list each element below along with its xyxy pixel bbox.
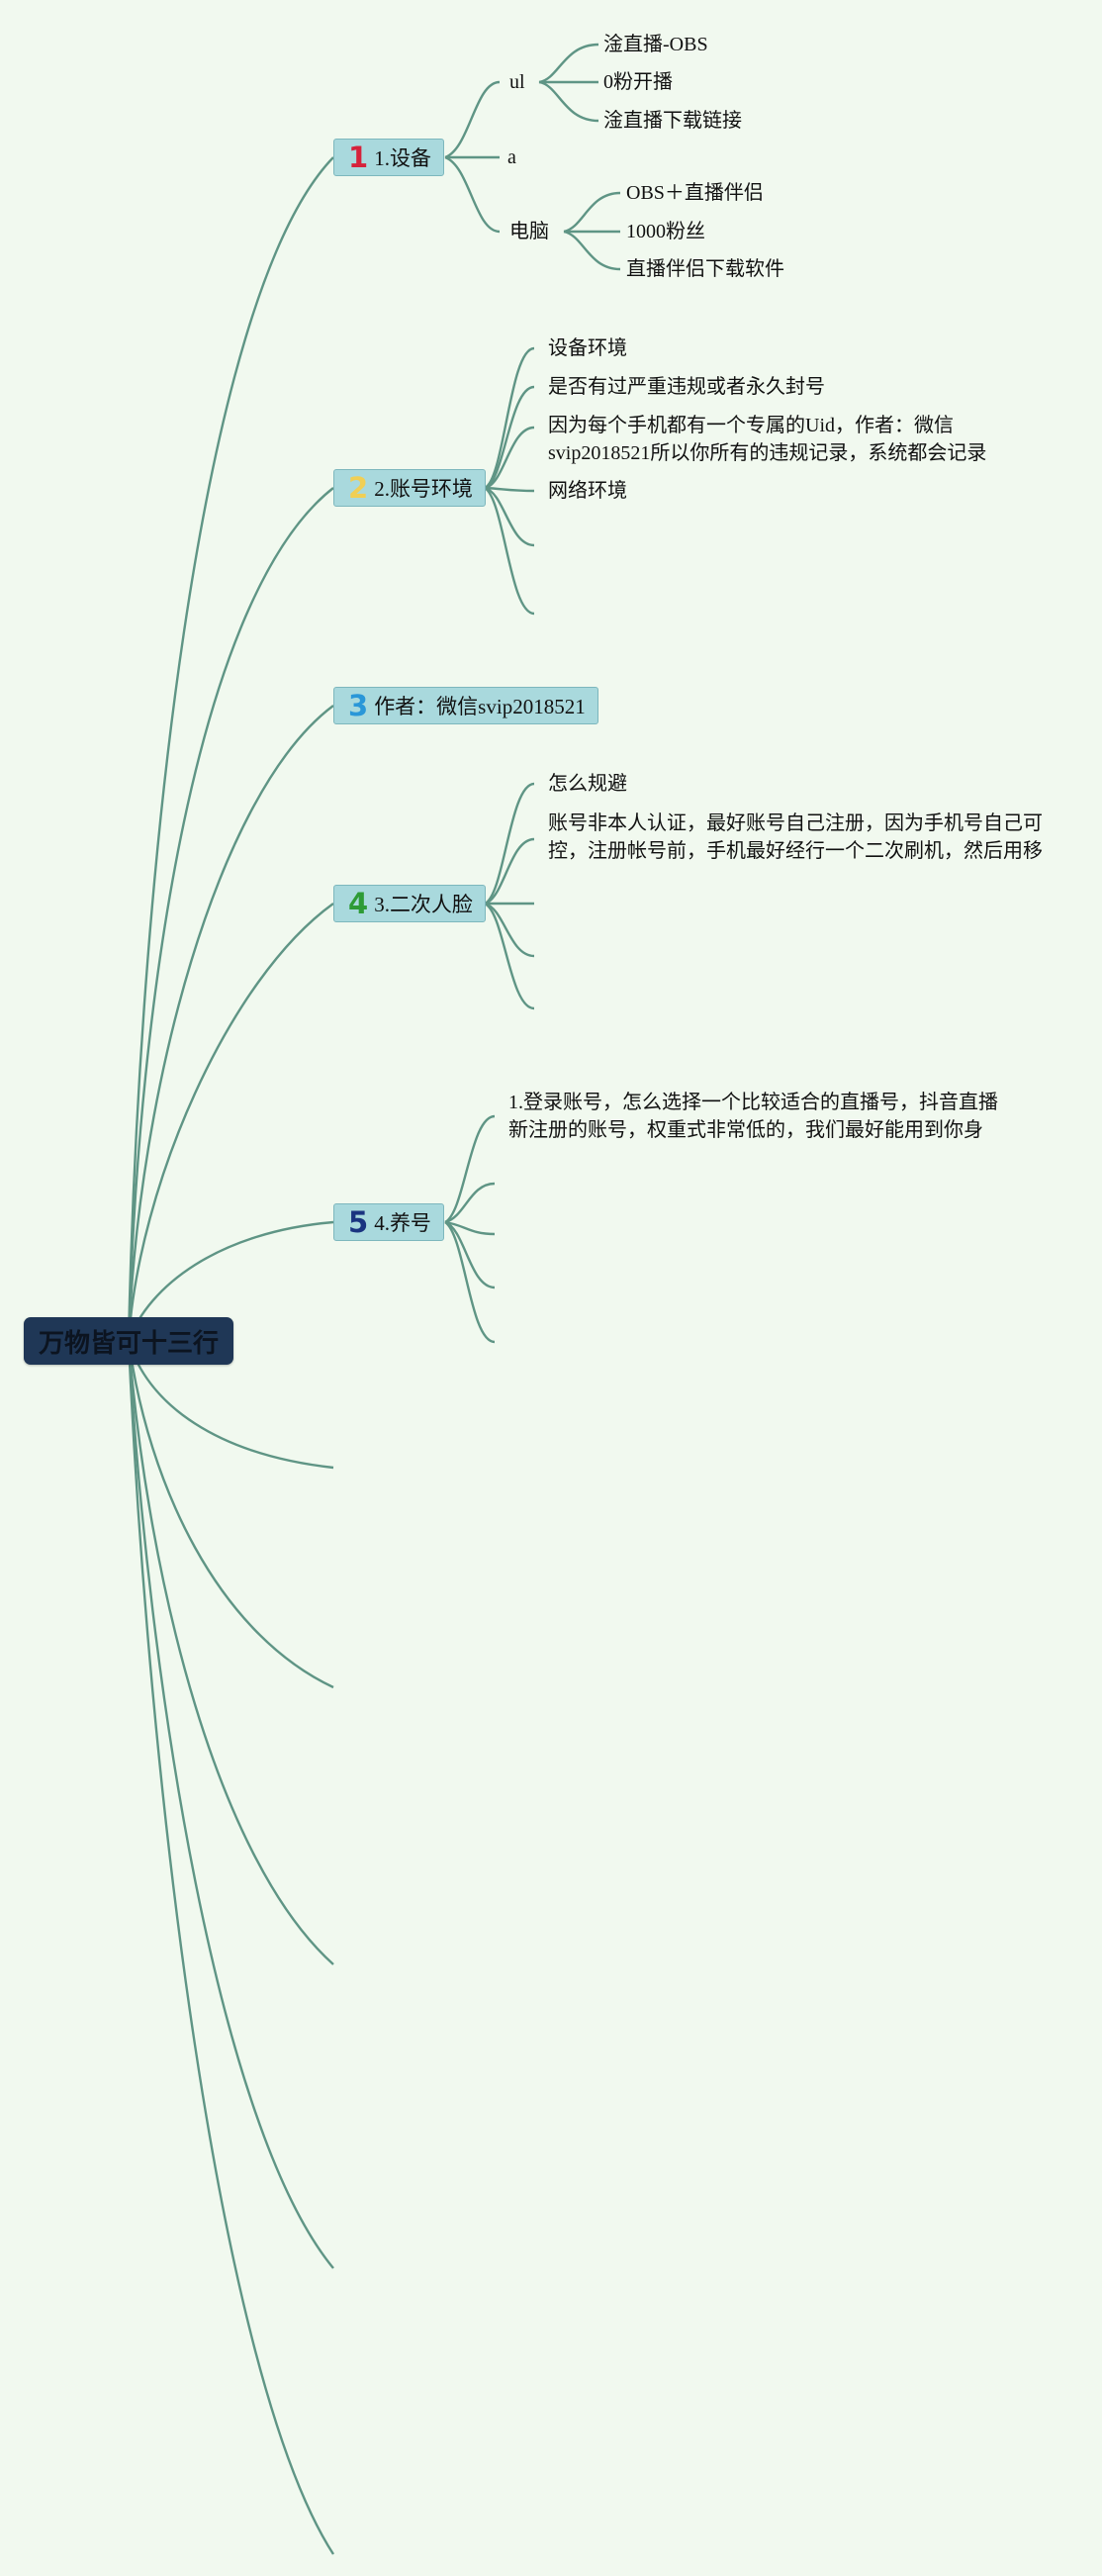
t4-leaf-2[interactable]: 账号非本人认证，最好账号自己注册，因为手机号自己可控，注册帐号前，手机最好经行一…: [548, 812, 1043, 862]
root-node-label: 万物皆可十三行: [38, 1328, 219, 1359]
root-node[interactable]: 万物皆可十三行: [24, 1317, 233, 1365]
topic-3-author[interactable]: 3 作者：微信svip2018521: [333, 687, 598, 724]
topic-3-label: 作者：微信svip2018521: [374, 695, 586, 718]
connector-root-topic-3: [127, 705, 334, 1342]
number-2-icon: 2: [348, 470, 369, 505]
connector-t4-5: [484, 902, 535, 1010]
connector-pc-1: [563, 191, 621, 234]
t1-pc-leaf-1[interactable]: OBS＋直播伴侣: [626, 182, 764, 204]
connector-t2-4: [484, 486, 535, 493]
number-3-icon: 3: [348, 688, 369, 722]
connector-t5-2: [444, 1182, 496, 1224]
t5-leaf-1[interactable]: 1.登录账号，怎么选择一个比较适合的直播号，抖音直播新注册的账号，权重式非常低的…: [508, 1092, 998, 1141]
connector-root-empty-1: [127, 1340, 334, 1470]
topic-4-face-auth[interactable]: 4 3.二次人脸: [333, 885, 486, 922]
connector-root-empty-4: [127, 1340, 334, 2269]
connector-root-empty-5: [127, 1340, 335, 2555]
topic-4-label: 3.二次人脸: [374, 893, 473, 916]
connector-root-topic-2: [127, 487, 334, 1342]
connector-t5-5: [444, 1220, 496, 1344]
topic-2-account-env[interactable]: 2 2.账号环境: [333, 469, 486, 507]
number-1-icon: 1: [348, 140, 369, 174]
t1-ul-leaf-3[interactable]: 淦直播下载链接: [603, 110, 742, 132]
t1-pc-leaf-2[interactable]: 1000粉丝: [626, 221, 705, 242]
connector-t2-3: [484, 426, 535, 490]
connector-t5-1: [444, 1114, 496, 1224]
t1-node-a[interactable]: a: [507, 146, 516, 168]
t1-ul-leaf-1[interactable]: 淦直播-OBS: [603, 34, 708, 55]
topic-5-label: 4.养号: [374, 1211, 431, 1235]
topic-1-label: 1.设备: [374, 146, 431, 170]
connector-t5-4: [444, 1220, 496, 1289]
t2-leaf-2[interactable]: 是否有过严重违规或者永久封号: [548, 376, 825, 398]
connector-t2-6: [484, 486, 535, 616]
connector-t4-1: [484, 782, 535, 906]
connector-ul-1: [538, 43, 599, 84]
connector-pc-3: [563, 230, 621, 271]
t1-pc-leaf-3[interactable]: 直播伴侣下载软件: [626, 258, 784, 280]
topic-1-device[interactable]: 1 1.设备: [333, 139, 444, 176]
connector-root-empty-2: [127, 1340, 334, 1689]
connector-root-topic-4: [127, 903, 334, 1342]
connector-t1-ul: [444, 80, 501, 159]
connector-t1-pc: [444, 155, 501, 234]
topic-2-label: 2.账号环境: [374, 477, 473, 501]
connector-t4-2: [484, 837, 535, 906]
number-4-icon: 4: [348, 886, 369, 920]
connector-root-topic-1: [127, 156, 334, 1342]
connector-t2-1: [484, 346, 535, 490]
connector-root-empty-3: [127, 1340, 334, 1965]
t2-leaf-1[interactable]: 设备环境: [548, 337, 627, 359]
connector-t4-4: [484, 902, 535, 958]
t2-leaf-4[interactable]: 网络环境: [548, 480, 627, 502]
t1-ul-leaf-2[interactable]: 0粉开播: [603, 71, 673, 93]
topic-5-nurture[interactable]: 5 4.养号: [333, 1203, 444, 1241]
number-5-icon: 5: [348, 1204, 369, 1239]
connector-t5-3: [444, 1220, 496, 1236]
t4-leaf-1[interactable]: 怎么规避: [548, 773, 627, 795]
connector-t2-5: [484, 486, 535, 547]
t1-node-ul[interactable]: ul: [509, 71, 525, 93]
connector-t2-2: [484, 385, 535, 490]
t1-node-pc[interactable]: 电脑: [509, 221, 549, 242]
connector-ul-3: [538, 80, 599, 123]
t2-leaf-3[interactable]: 因为每个手机都有一个专属的Uid，作者：微信svip2018521所以你所有的违…: [548, 415, 987, 464]
